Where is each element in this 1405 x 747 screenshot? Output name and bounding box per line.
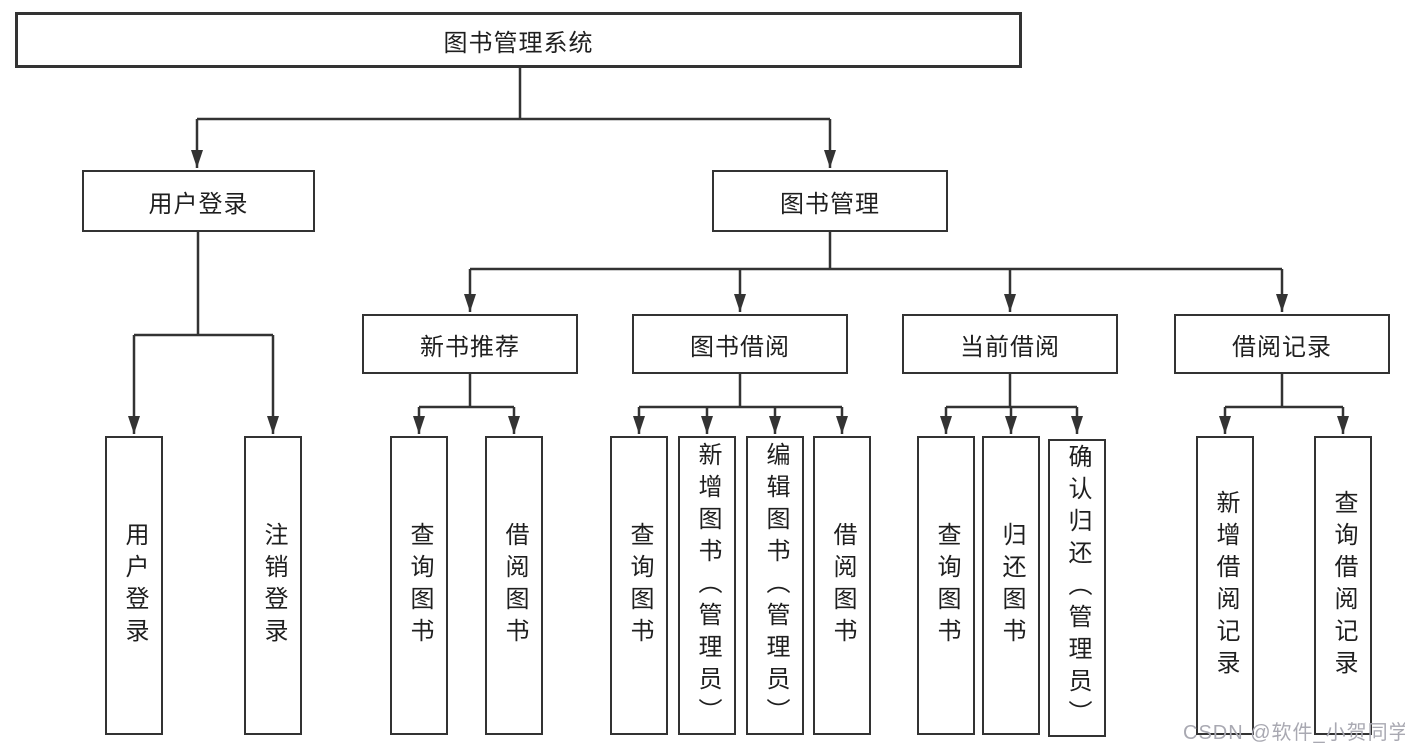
leaf-label: 查询图书 [626, 521, 653, 650]
node-label: 新书推荐 [420, 333, 520, 361]
leaf-logout: 注销登录 [244, 436, 302, 735]
leaf-return-book: 归还图书 [982, 436, 1040, 735]
leaf-label: 归还图书 [998, 521, 1025, 650]
csdn-watermark: CSDN @软件_小贺同学 [1183, 722, 1405, 744]
node-borrow-records: 借阅记录 [1174, 314, 1390, 374]
leaf-borrow-books: 借阅图书 [813, 436, 871, 735]
node-label: 当前借阅 [960, 333, 1060, 361]
leaf-label: 借阅图书 [829, 521, 856, 650]
leaf-label: 新增借阅记录 [1212, 489, 1239, 682]
leaf-query-books-recommend: 查询图书 [390, 436, 448, 735]
leaf-add-book-admin: 新增图书（管理员） [678, 436, 736, 735]
leaf-borrow-books-recommend: 借阅图书 [485, 436, 543, 735]
leaf-edit-book-admin: 编辑图书（管理员） [746, 436, 804, 735]
node-label: 图书借阅 [690, 333, 790, 361]
node-library-management-system: 图书管理系统 [15, 12, 1022, 68]
leaf-query-books-borrowing: 查询图书 [610, 436, 668, 735]
leaf-label: 用户登录 [121, 521, 148, 650]
node-user-login: 用户登录 [82, 170, 315, 232]
leaf-user-login: 用户登录 [105, 436, 163, 735]
node-label: 图书管理 [780, 190, 880, 218]
node-label: 图书管理系统 [443, 29, 594, 57]
leaf-label: 查询图书 [933, 521, 960, 650]
node-current-borrowing: 当前借阅 [902, 314, 1118, 374]
node-new-book-recommend: 新书推荐 [362, 314, 578, 374]
node-book-borrowing: 图书借阅 [632, 314, 848, 374]
leaf-label: 查询图书 [406, 521, 433, 650]
leaf-label: 查询借阅记录 [1330, 489, 1357, 682]
node-book-management: 图书管理 [712, 170, 948, 232]
leaf-label: 确认归还（管理员） [1064, 444, 1091, 732]
node-label: 用户登录 [148, 190, 249, 218]
leaf-query-books-current: 查询图书 [917, 436, 975, 735]
leaf-confirm-return-admin: 确认归还（管理员） [1048, 439, 1106, 737]
leaf-query-borrow-record: 查询借阅记录 [1314, 436, 1372, 735]
node-label: 借阅记录 [1232, 333, 1332, 361]
leaf-label: 编辑图书（管理员） [762, 441, 789, 730]
leaf-label: 借阅图书 [501, 521, 528, 650]
leaf-label: 注销登录 [260, 521, 287, 650]
leaf-label: 新增图书（管理员） [694, 441, 721, 730]
leaf-add-borrow-record: 新增借阅记录 [1196, 436, 1254, 735]
